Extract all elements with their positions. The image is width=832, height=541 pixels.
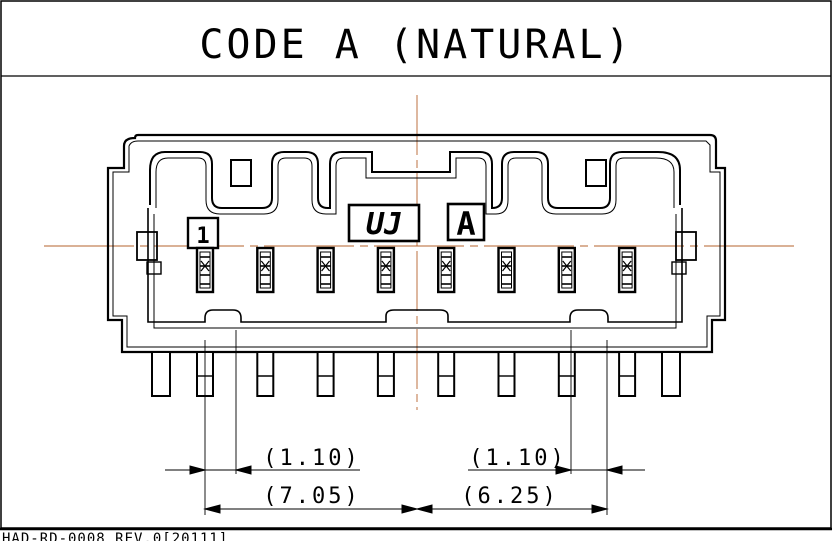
contact-4 bbox=[376, 246, 396, 294]
side-latch-right bbox=[675, 231, 697, 261]
cavity-outline bbox=[147, 208, 683, 323]
dim-left-pitch: (1.10) bbox=[263, 446, 360, 471]
side-latch-left-tab bbox=[146, 261, 162, 275]
code-letter-mark: A bbox=[446, 202, 486, 243]
contact-5 bbox=[437, 246, 456, 294]
lead-4 bbox=[376, 351, 395, 397]
dim-left-overall: (7.05) bbox=[263, 484, 360, 509]
contact-3 bbox=[316, 246, 335, 294]
contacts bbox=[195, 246, 637, 294]
inner-housing-offset bbox=[155, 157, 675, 215]
contact-1 bbox=[195, 246, 215, 294]
extension-lines bbox=[204, 330, 608, 515]
code-letter: A bbox=[456, 205, 475, 243]
latch-window-left bbox=[230, 159, 252, 187]
inner-housing bbox=[149, 151, 681, 210]
code-letter-box bbox=[446, 202, 486, 242]
contact-6 bbox=[497, 246, 516, 294]
pin1-marker: 1 bbox=[186, 216, 220, 250]
lead-7 bbox=[557, 351, 576, 397]
lead-8 bbox=[618, 351, 637, 397]
lead-6 bbox=[497, 351, 516, 397]
side-latch-right-tab bbox=[671, 261, 687, 275]
connector-body bbox=[106, 133, 727, 354]
dimension-lines bbox=[165, 465, 645, 514]
contact-7 bbox=[557, 246, 576, 294]
contact-8 bbox=[617, 246, 637, 294]
cavity-inner-line bbox=[153, 214, 677, 329]
contact-2 bbox=[256, 246, 275, 294]
pin1-marker-label: 1 bbox=[196, 224, 209, 249]
outer-shell bbox=[106, 133, 727, 354]
mount-leg-left bbox=[151, 351, 171, 397]
document-number: HAD-RD-0008 REV.0[20111] bbox=[2, 531, 228, 541]
dim-right-overall: (6.25) bbox=[461, 484, 558, 509]
drawing-title: CODE A (NATURAL) bbox=[199, 22, 632, 68]
leads bbox=[151, 351, 681, 397]
side-latch-left bbox=[136, 231, 158, 261]
lead-2 bbox=[256, 351, 275, 397]
logo-frame bbox=[347, 203, 421, 243]
centerlines bbox=[44, 95, 800, 410]
lead-5 bbox=[437, 351, 456, 397]
lead-3 bbox=[316, 351, 335, 397]
pin1-marker-box bbox=[186, 216, 220, 250]
dim-right-pitch: (1.10) bbox=[469, 446, 566, 471]
manufacturer-logo: UJ bbox=[347, 203, 421, 243]
latch-window-right bbox=[585, 159, 607, 187]
mount-leg-right bbox=[661, 351, 681, 397]
outer-shell-inner bbox=[112, 140, 721, 348]
logo-text: UJ bbox=[366, 207, 402, 242]
drawing-frame bbox=[0, 0, 832, 529]
